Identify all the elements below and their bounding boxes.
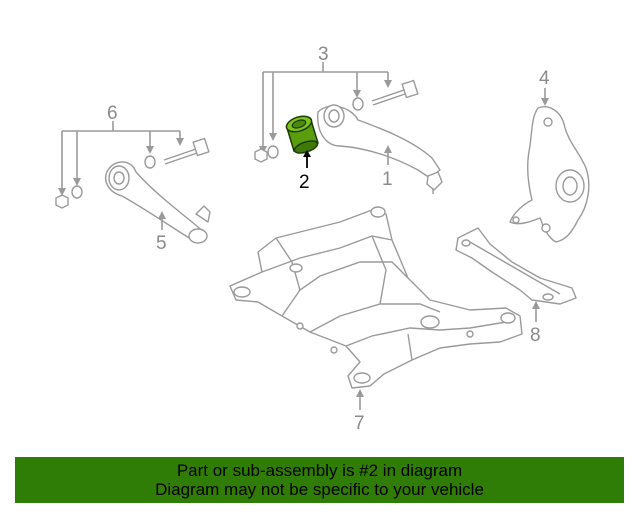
callout-6: 6	[107, 103, 118, 124]
bushing-part-2	[285, 115, 319, 168]
parts-diagram: 3 2 1 4 6 5 8 7	[55, 44, 590, 434]
nut-icon	[254, 148, 268, 163]
banner-line-part: Part or sub-assembly is #2 in diagram	[176, 461, 463, 480]
callout-4: 4	[539, 68, 550, 89]
callout-1: 1	[382, 169, 393, 190]
crossmember-part-8	[455, 227, 577, 322]
hardware-group-3	[254, 62, 419, 163]
washer-icon	[267, 145, 279, 159]
control-arm-part-1	[317, 104, 443, 194]
diagram-info-banner: Part or sub-assembly is #2 in diagram Di…	[15, 457, 624, 503]
banner-line-disclaimer: Diagram may not be specific to your vehi…	[155, 480, 484, 499]
nut-icon	[55, 194, 69, 209]
washer-icon	[71, 185, 83, 199]
control-arm-part-5	[104, 161, 211, 244]
bolt-icon	[163, 137, 210, 165]
washer-icon	[352, 97, 364, 111]
subframe-part-7	[229, 206, 523, 410]
callout-2: 2	[299, 172, 310, 193]
callout-3: 3	[318, 44, 329, 65]
knuckle-part-4	[509, 88, 590, 243]
callout-5: 5	[156, 233, 167, 254]
bolt-icon	[371, 79, 419, 106]
callout-8: 8	[530, 325, 541, 346]
washer-icon	[144, 155, 156, 169]
hardware-group-6	[55, 121, 210, 209]
callout-7: 7	[354, 413, 365, 434]
